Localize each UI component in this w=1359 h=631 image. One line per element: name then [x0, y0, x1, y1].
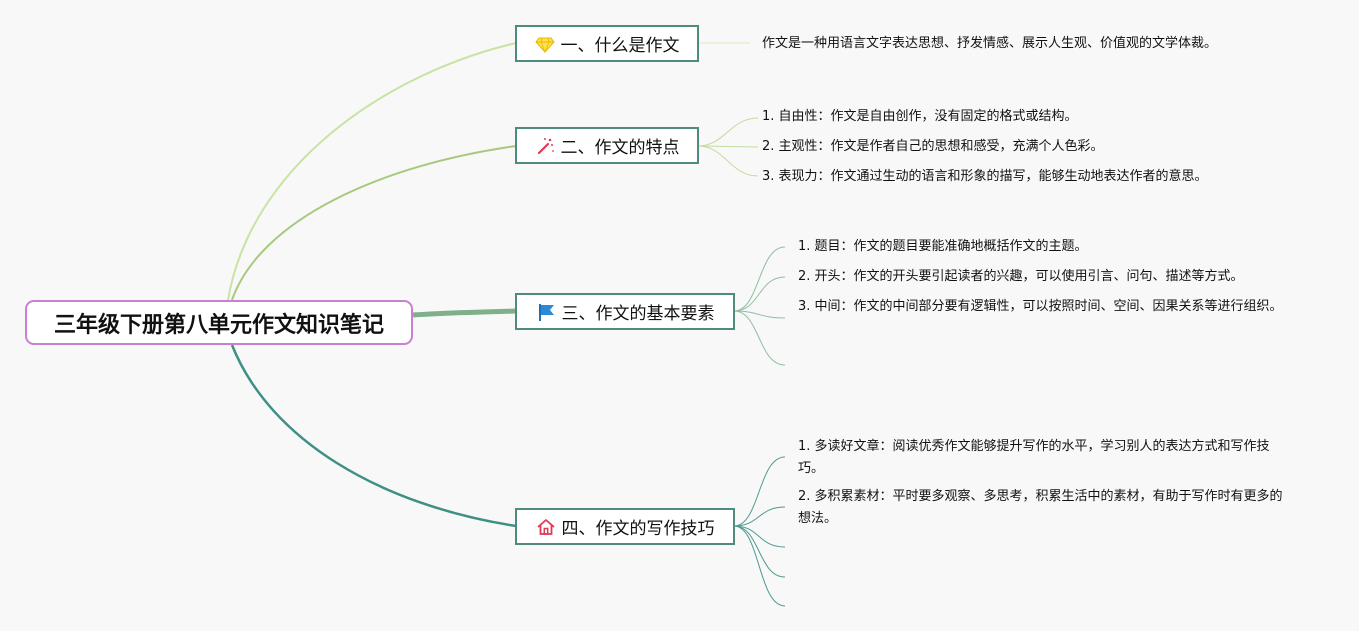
sub-line-2-3 — [697, 145, 759, 177]
topic-node-1[interactable]: 一、什么是作文 — [515, 25, 699, 62]
topic-title-3: 三、作文的基本要素 — [561, 304, 715, 324]
leaf-4-2: 2. 多积累素材：平时要多观察、多思考，积累生活中的素材，有助于写作时有更多的想… — [798, 489, 1283, 526]
root-node[interactable]: 三年级下册第八单元作文知识笔记 — [25, 300, 413, 345]
branch-line-4 — [230, 344, 517, 528]
topic-title-2: 二、作文的特点 — [560, 138, 680, 158]
topic-title-1: 一、什么是作文 — [560, 36, 680, 56]
sub-line-4-4 — [733, 525, 786, 578]
leaf-4-1: 1. 多读好文章：阅读优秀作文能够提升写作的水平，学习别人的表达方式和写作技巧。 — [798, 439, 1270, 476]
flag-icon — [536, 302, 556, 322]
sub-line-3-1 — [733, 246, 786, 312]
sub-line-3-2 — [733, 276, 786, 312]
sub-line-4-1 — [733, 456, 786, 527]
branch-line-2 — [231, 145, 517, 301]
root-title: 三年级下册第八单元作文知识笔记 — [53, 312, 384, 338]
house-icon — [536, 517, 556, 537]
branch-line-3 — [412, 308, 517, 318]
diamond-icon — [534, 34, 555, 54]
sub-line-2-1 — [697, 117, 759, 147]
topic-node-2[interactable]: 二、作文的特点 — [515, 127, 699, 164]
topic-title-4: 四、作文的写作技巧 — [561, 519, 715, 539]
leaf-3-1: 1. 题目：作文的题目要能准确地概括作文的主题。 — [798, 239, 1088, 254]
leaf-3-2: 2. 开头：作文的开头要引起读者的兴趣，可以使用引言、问句、描述等方式。 — [798, 269, 1244, 284]
topic-node-4[interactable]: 四、作文的写作技巧 — [515, 508, 735, 545]
sub-line-3-3 — [733, 310, 786, 319]
topic-node-3[interactable]: 三、作文的基本要素 — [515, 293, 735, 330]
sub-line-4-3 — [733, 525, 786, 548]
sub-line-4-5 — [733, 525, 786, 607]
branch-line-1 — [227, 42, 517, 301]
leaf-2-3: 3. 表现力：作文通过生动的语言和形象的描写，能够生动地表达作者的意思。 — [762, 169, 1208, 184]
sub-line-2-2 — [697, 145, 759, 148]
magic-wand-icon — [535, 136, 555, 156]
leaf-3-3: 3. 中间：作文的中间部分要有逻辑性，可以按照时间、空间、因果关系等进行组织。 — [798, 299, 1283, 314]
leaf-1-1: 作文是一种用语言文字表达思想、抒发情感、展示人生观、价值观的文学体裁。 — [762, 36, 1218, 51]
leaf-2-2: 2. 主观性：作文是作者自己的思想和感受，充满个人色彩。 — [762, 139, 1104, 154]
sub-line-3-4 — [733, 310, 786, 366]
leaf-2-1: 1. 自由性：作文是自由创作，没有固定的格式或结构。 — [762, 109, 1078, 124]
sub-line-4-2 — [733, 506, 786, 527]
